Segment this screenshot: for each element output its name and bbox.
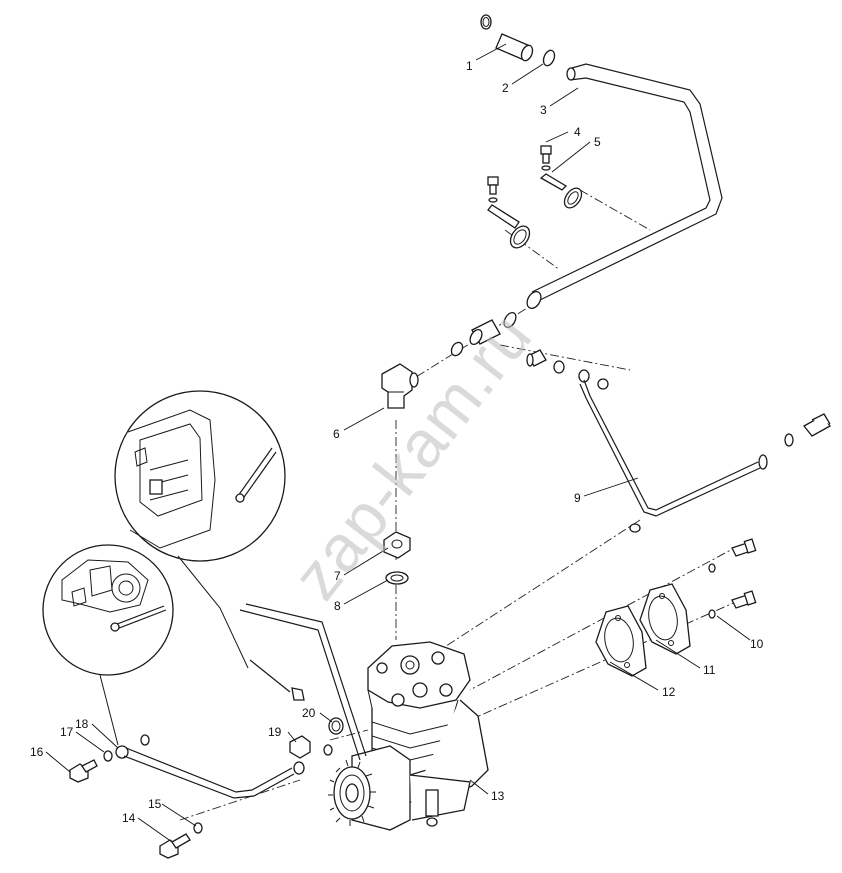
leader-lines [45,43,751,843]
callout-10: 10 [750,637,764,651]
elbow-fitting-part-6 [381,363,419,409]
compressor-part-13 [328,641,489,831]
callout-16: 16 [30,745,44,759]
bolt-part-10-upper [708,538,757,573]
detail-view-lower [42,544,174,746]
drain-pipe [239,603,367,761]
washer-part-8 [385,571,409,585]
callout-15: 15 [148,797,162,811]
bracket-left [487,204,531,249]
callout-12: 12 [662,685,676,699]
watermark-text: zap-kam.ru [278,299,546,613]
callout-3: 3 [540,103,547,117]
seal-ring-part-1 [480,14,492,30]
seal-ring-part-20 [328,717,344,735]
callout-19: 19 [268,725,282,739]
callout-17: 17 [60,725,74,739]
callout-8: 8 [334,599,341,613]
banjo-pipe-part-18 [115,734,305,799]
sleeve-part-1 [495,33,534,62]
callout-20: 20 [302,706,316,720]
callout-7: 7 [334,569,341,583]
bolt-left [487,176,499,203]
callout-numbers: 1 2 3 4 5 6 7 8 9 10 11 12 13 14 15 16 1… [30,59,764,825]
oil-pipe-part-9 [526,349,831,517]
bolt-part-10-lower [708,590,757,619]
seal-ring-small [629,523,641,533]
bracket-part-5 [539,173,583,209]
callout-11: 11 [703,663,716,677]
bolt-part-14 [159,833,191,859]
callout-18: 18 [75,717,89,731]
seal-ring-part-2 [542,49,556,67]
callout-4: 4 [574,125,581,139]
callout-9: 9 [574,491,581,505]
callout-1: 1 [466,59,473,73]
detail-view-upper [114,390,286,669]
callout-5: 5 [594,135,601,149]
washer-part-15 [193,822,203,834]
coupling-sleeve [450,311,517,357]
gasket-part-12 [595,605,647,677]
callout-6: 6 [333,427,340,441]
bolt-part-4 [540,145,552,171]
callout-13: 13 [491,789,505,803]
bolt-part-16 [69,759,98,783]
air-pipe-part-3 [526,63,723,310]
nut-part-7 [383,531,411,559]
callout-14: 14 [122,811,136,825]
fitting-part-19 [289,735,333,759]
gasket-part-11 [639,583,691,655]
callout-2: 2 [502,81,509,95]
washer-part-17 [103,750,113,762]
